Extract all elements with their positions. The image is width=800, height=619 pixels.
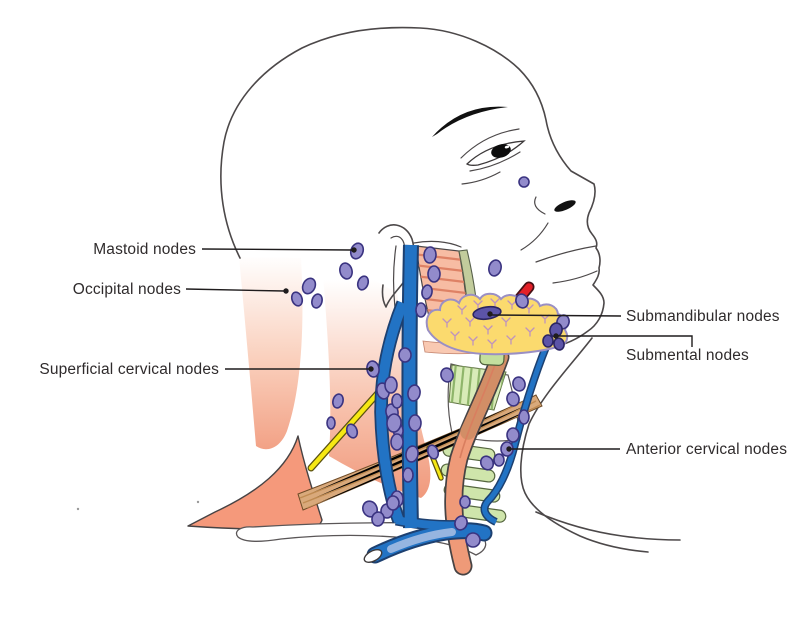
eyelid-crease [460, 128, 520, 159]
lymph-node [339, 262, 353, 280]
ear-inner-line [390, 235, 405, 252]
leader-lines [185, 247, 693, 452]
lymph-node [386, 495, 400, 511]
lymph-node [488, 259, 502, 277]
lymph-node [407, 384, 421, 402]
lymph-node [356, 275, 370, 291]
lymph-node [332, 393, 344, 409]
lymph-node [515, 293, 529, 309]
head-profile-outline [220, 26, 605, 353]
lymph-node [290, 291, 304, 307]
lymph-node [391, 393, 403, 409]
leader-dot [506, 446, 512, 452]
lymph-node [345, 423, 359, 439]
lymph-node [459, 495, 471, 509]
lymph-node [421, 284, 433, 300]
lymph-node [405, 445, 419, 463]
subclavian-highlight [387, 528, 456, 553]
lymph-node [472, 305, 502, 321]
lower-lid-line [469, 151, 521, 172]
zygomatic-line [413, 240, 462, 248]
lymph-node [326, 416, 336, 430]
lymph-node [398, 347, 412, 363]
neck-front-line [520, 337, 649, 553]
lymph-node [301, 277, 317, 295]
lymph-node [402, 467, 414, 483]
lymph-node [440, 367, 454, 383]
lymph-node [479, 455, 495, 471]
leader-dot [553, 333, 559, 339]
lymph-node [349, 242, 365, 260]
leader-submandibular [491, 314, 622, 317]
chest-line [535, 511, 681, 541]
lymph-node [390, 433, 404, 451]
lymph-node [454, 515, 468, 531]
mouth-line [535, 245, 597, 263]
lymph-node [415, 302, 427, 318]
lymph-node [542, 334, 554, 348]
lymph-node [408, 414, 422, 432]
lymph-node [423, 246, 437, 264]
lymph-node [465, 532, 481, 548]
lymph-node [386, 413, 402, 433]
lymph-node [493, 453, 505, 467]
lymph-node [426, 444, 440, 460]
leader-mastoid [201, 248, 353, 251]
speck [76, 507, 80, 511]
eyebrow [432, 106, 508, 137]
label-mastoid-nodes: Mastoid nodes [93, 241, 196, 258]
nose-wing-line [534, 196, 546, 215]
lymph-node [311, 293, 323, 309]
internal-jugular-vein [403, 244, 417, 529]
posterior-neck-band [239, 257, 303, 450]
eye-glint [504, 145, 510, 149]
submandibular-gland [425, 292, 569, 356]
gland-texture [442, 298, 550, 349]
lymph-node [518, 176, 530, 188]
lymph-node [371, 511, 385, 527]
neck-contours [520, 337, 681, 553]
leader-occipital [185, 288, 285, 292]
leader-dot [368, 366, 374, 372]
lymph-node [512, 376, 526, 392]
lymph-node [506, 391, 520, 407]
leader-dot [283, 288, 289, 294]
speck [196, 500, 200, 504]
lymph-node [427, 265, 441, 283]
face-features [378, 106, 598, 334]
leader-submental [557, 335, 693, 347]
nasolabial-line [520, 222, 549, 251]
label-anterior-cervical-nodes: Anterior cervical nodes [626, 441, 787, 458]
nostril [554, 200, 576, 212]
lymph-node [384, 376, 398, 394]
vein-cut-end [363, 549, 383, 563]
label-superficial-cervical-nodes: Superficial cervical nodes [39, 361, 219, 378]
trapezius-shoulder [187, 435, 323, 531]
lymph-node [518, 409, 530, 425]
anterior-jugular-vein [482, 334, 554, 525]
lower-lip-line [552, 270, 598, 284]
leader-dot [351, 247, 357, 253]
cheek-line [461, 171, 501, 185]
label-submandibular-nodes: Submandibular nodes [626, 308, 780, 325]
lymph-node [506, 427, 520, 443]
label-occipital-nodes: Occipital nodes [73, 281, 181, 298]
labels: Mastoid nodes Occipital nodes Superficia… [39, 241, 787, 458]
label-submental-nodes: Submental nodes [626, 347, 749, 364]
leader-dot [487, 311, 493, 317]
